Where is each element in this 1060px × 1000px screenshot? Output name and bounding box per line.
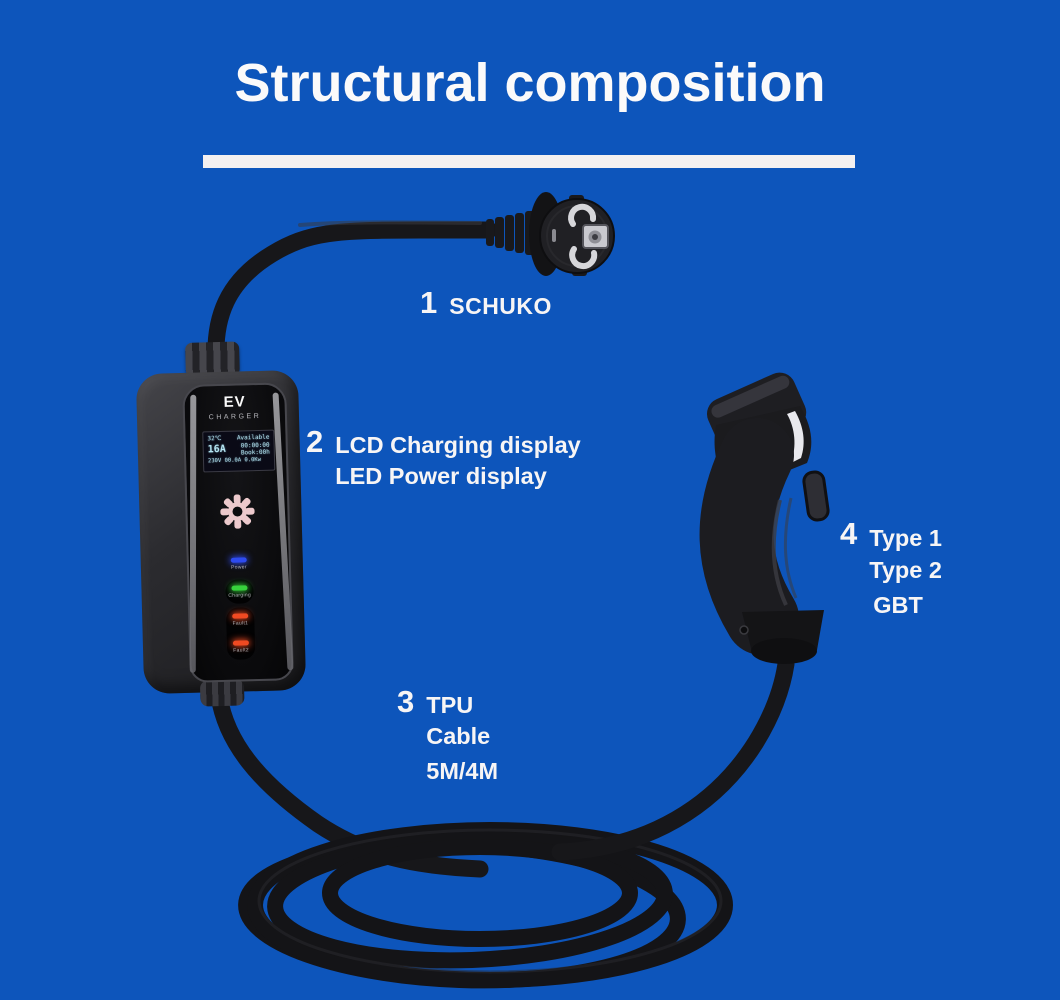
callout-line: GBT (873, 592, 923, 618)
led-fault2: Fault2 (191, 639, 291, 655)
plug-earth-clip-top (568, 203, 597, 227)
plug-earth-clip-bottom (569, 246, 598, 270)
connector-highlight (787, 411, 804, 463)
plug-metal-plate (582, 224, 609, 249)
cable-coil (238, 822, 733, 989)
callout-number: 2 (306, 424, 324, 459)
callout-line: Cable (426, 723, 491, 749)
lcd-meter: 230V 00.0A 0.0Kw (207, 456, 262, 465)
fault2-led-label: Fault2 (233, 647, 250, 654)
connector-latch-button (802, 470, 830, 522)
callout-line: TPU (426, 692, 474, 718)
power-led (230, 557, 247, 563)
fault2-led (232, 640, 249, 646)
charger-unit: EV CHARGER 32℃ Available 16A 00:00:00 Bo… (135, 341, 307, 707)
plug-slot (552, 229, 556, 242)
lcd-display: 32℃ Available 16A 00:00:00 Book:00h 230V… (202, 429, 276, 473)
brand-ev: EV (223, 393, 246, 411)
charger-front-panel: EV CHARGER 32℃ Available 16A 00:00:00 Bo… (182, 382, 294, 683)
lcd-temp: 32℃ (207, 434, 222, 443)
title-underline (203, 155, 855, 168)
led-charging: Charging (189, 584, 289, 600)
callout-cable: 3 TPU Cable 5M/4M (397, 686, 498, 787)
callout-line: Type 1 (869, 525, 942, 551)
led-power: Power (189, 556, 289, 572)
callout-display: 2 LCD Charging display LED Power display (306, 426, 581, 492)
callout-line: LED Power display (335, 463, 547, 489)
callout-number: 3 (397, 684, 415, 719)
power-cable-top (207, 220, 498, 381)
plug-strain-relief (486, 211, 536, 255)
led-fault1: Fault1 (190, 612, 290, 628)
panel-bezel-left (189, 394, 197, 673)
callout-line: 5M/4M (426, 758, 499, 784)
charging-led-label: Charging (228, 592, 252, 599)
fault1-led (232, 613, 249, 619)
cable-to-connector (551, 655, 795, 861)
ev-connector (699, 372, 830, 664)
fault1-led-label: Fault1 (232, 620, 249, 627)
lcd-current: 16A (207, 443, 226, 456)
schuko-plug (486, 192, 615, 276)
callout-number: 4 (840, 516, 858, 551)
callout-schuko: 1 SCHUKO (420, 287, 552, 322)
lcd-status: Available (236, 433, 270, 442)
callout-connector: 4 Type 1 Type 2 GBT (840, 518, 942, 621)
charging-led (231, 585, 248, 591)
callout-line: Type 2 (869, 557, 942, 583)
callout-line: LCD Charging display (335, 432, 581, 458)
page-title: Structural composition (234, 53, 826, 113)
power-led-label: Power (231, 564, 247, 571)
cable-gland-bottom (199, 679, 245, 707)
lcd-book: Book:00h (240, 448, 270, 457)
callout-line: SCHUKO (449, 293, 552, 319)
callout-number: 1 (420, 285, 438, 320)
gear-icon (220, 494, 255, 529)
brand-charger: CHARGER (208, 412, 262, 422)
cable-to-coil (210, 687, 489, 878)
